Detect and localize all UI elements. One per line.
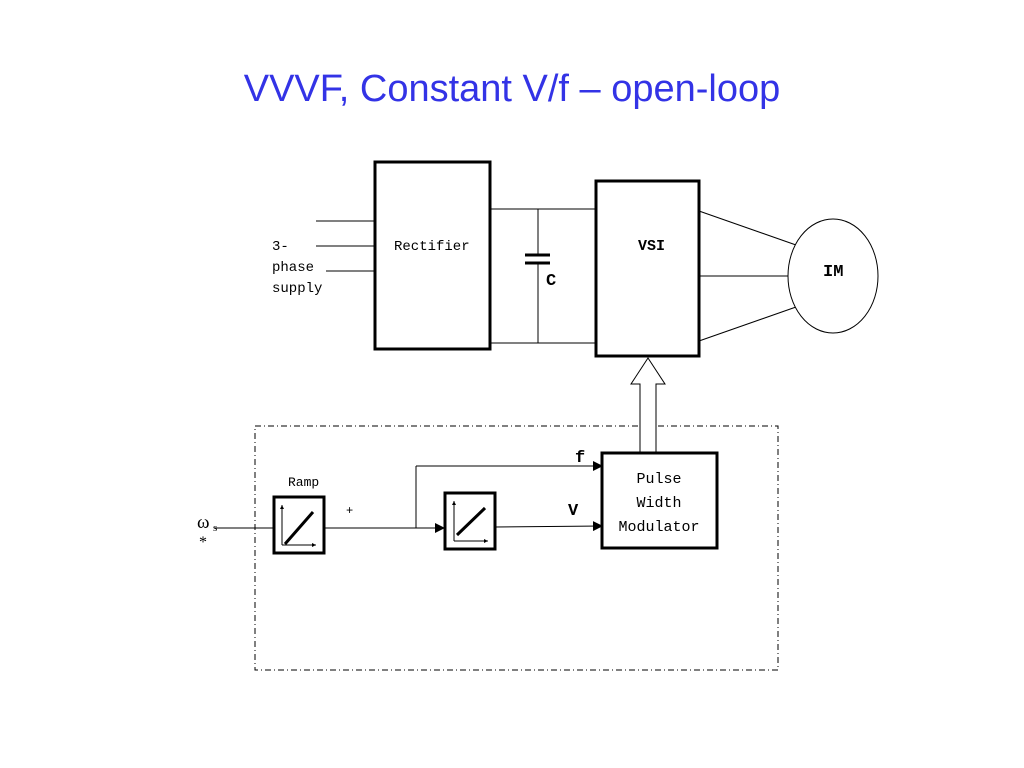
control-boundary [254, 425, 779, 671]
vsi-block [594, 179, 701, 358]
motor-label: IM [823, 263, 843, 282]
reference-star: * [199, 534, 207, 551]
motor-feed-lines [698, 210, 797, 342]
capacitor-label: C [546, 272, 556, 291]
dc-link [490, 208, 596, 344]
pwm-label-line1: Pulse [636, 471, 681, 488]
reference-symbol: ω [197, 512, 210, 533]
v-signal-line [494, 521, 603, 532]
induction-motor [787, 218, 879, 334]
supply-label-line2: phase [272, 260, 314, 276]
sum-sign: + [346, 504, 353, 518]
vf-graph-icon [452, 501, 488, 543]
rectifier-label: Rectifier [394, 239, 470, 255]
v-label: V [568, 502, 579, 521]
pwm-label-line3: Modulator [618, 519, 699, 536]
page-title: VVVF, Constant V/f – open-loop [243, 68, 781, 110]
supply-label-line1: 3- [272, 239, 289, 255]
rectifier-block [373, 160, 492, 351]
ramp-graph-icon [280, 505, 316, 547]
vsi-label: VSI [638, 238, 665, 255]
supply-lines [316, 220, 380, 272]
gating-signal-arrow [630, 357, 666, 452]
pwm-block [600, 451, 719, 550]
ramp-label: Ramp [288, 475, 319, 490]
supply-label-line3: supply [272, 281, 322, 297]
f-label: f [575, 449, 585, 468]
pwm-label-line2: Width [636, 495, 681, 512]
